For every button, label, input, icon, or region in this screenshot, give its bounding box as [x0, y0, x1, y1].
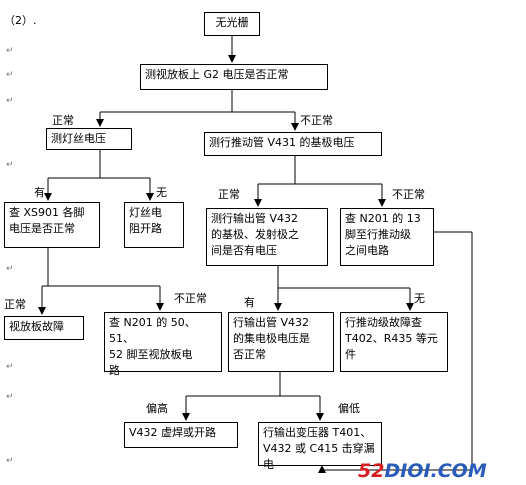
node-drive-stage-fault: 行推动级故障查 T402、R435 等元 件 — [340, 312, 448, 372]
label-no: 无 — [156, 186, 167, 199]
label-normal: 正常 — [52, 114, 74, 127]
label-high: 偏高 — [146, 402, 168, 415]
node-flyback-transformer: 行输出变压器 T401、 V432 或 C415 击穿漏 电 — [258, 422, 382, 471]
paragraph-mark: ↵ — [6, 160, 14, 170]
label-normal: 正常 — [4, 298, 26, 311]
label-abnormal: 不正常 — [392, 188, 425, 201]
paragraph-mark: ↵ — [6, 264, 14, 274]
paragraph-mark: ↵ — [6, 96, 14, 106]
node-filament-voltage: 测灯丝电压 — [46, 128, 132, 150]
node-xs901-check: 查 XS901 各脚 电压是否正常 — [4, 202, 100, 248]
label-normal: 正常 — [218, 188, 240, 201]
watermark-part: DIOI.COM — [384, 460, 487, 482]
paragraph-mark: ↵ — [6, 392, 14, 402]
node-start: 无光栅 — [204, 12, 260, 36]
section-heading: （2）. — [4, 14, 37, 27]
node-drive-base-voltage: 测行推动管 V431 的基极电压 — [204, 132, 382, 156]
label-yes: 有 — [34, 186, 45, 199]
paragraph-mark: ↵ — [6, 46, 14, 56]
label-no: 无 — [414, 292, 425, 305]
label-abnormal: 不正常 — [300, 114, 333, 127]
label-low: 偏低 — [338, 402, 360, 415]
site-watermark-logo: 52DIOI.COM — [358, 460, 487, 482]
label-abnormal: 不正常 — [174, 292, 207, 305]
node-filament-resistor: 灯丝电 阻开路 — [124, 202, 184, 248]
node-g2-check: 测视放板上 G2 电压是否正常 — [140, 64, 328, 90]
label-yes: 有 — [244, 296, 255, 309]
paragraph-mark: ↵ — [6, 362, 14, 372]
node-video-board-fault: 视放板故障 — [4, 316, 84, 340]
node-v432-solder: V432 虚焊或开路 — [124, 422, 238, 448]
node-v432-collector: 行输出管 V432 的集电极电压是 否正常 — [228, 312, 334, 372]
node-n201-50-check: 查 N201 的 50、51、 52 脚至视放板电 路 — [104, 312, 222, 377]
paragraph-mark: ↵ — [6, 70, 14, 80]
watermark-part: 52 — [358, 460, 385, 482]
paragraph-mark: ↵ — [6, 456, 14, 466]
node-v432-base-emitter: 测行输出管 V432 的基极、发射极之 间是否有电压 — [206, 208, 328, 266]
node-n201-13: 查 N201 的 13 脚至行推动级 之间电路 — [340, 208, 434, 266]
